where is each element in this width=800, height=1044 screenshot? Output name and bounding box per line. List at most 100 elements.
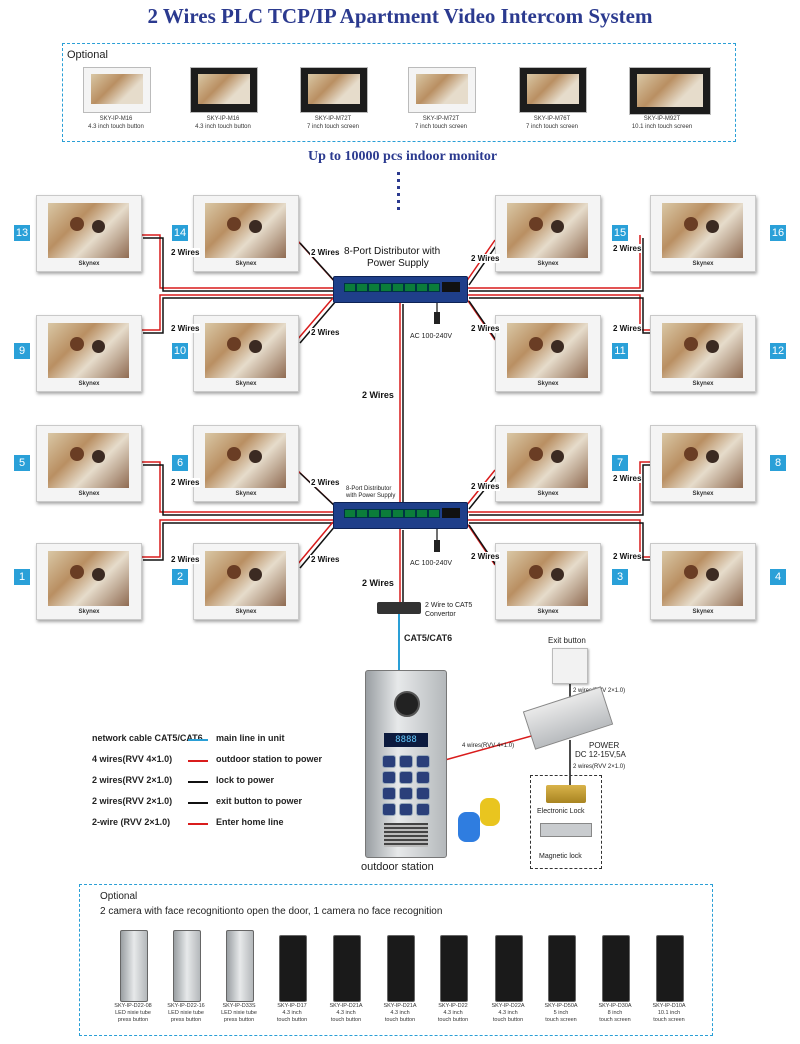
rfid-tag-icon	[458, 812, 480, 842]
monitor-brand: Skynex	[78, 609, 100, 615]
outdoor-panel-desc: 5 inch	[553, 1010, 569, 1016]
monitor-brand: Skynex	[692, 491, 714, 497]
display-panel: 8888	[384, 733, 428, 747]
distributor-port	[416, 509, 428, 518]
convertor-label-2: Convertor	[425, 611, 456, 618]
keypad-button	[399, 771, 413, 784]
monitor-screen	[198, 74, 250, 104]
optional-monitor	[300, 67, 368, 113]
monitor-brand: Skynex	[235, 381, 257, 387]
power-label-1: POWER	[589, 741, 620, 750]
wire-black	[468, 300, 499, 344]
wire-black	[143, 237, 336, 292]
outdoor-station: 8888	[365, 670, 447, 858]
monitor-brand: Skynex	[537, 491, 559, 497]
unit-number: 10	[172, 343, 188, 359]
optional-monitor	[629, 67, 711, 115]
wire-black	[299, 472, 339, 510]
two-wires-label: 2 Wires	[612, 474, 643, 483]
power-block	[442, 282, 460, 292]
outdoor-panel-desc: 4.3 inch	[498, 1010, 518, 1016]
distributor-port	[392, 283, 404, 292]
monitor-screen	[48, 551, 129, 606]
monitor-brand: Skynex	[537, 609, 559, 615]
legend-right: outdoor station to power	[216, 754, 322, 764]
distributor-top-label-1: 8-Port Distributor with	[343, 246, 442, 257]
wire-black	[299, 242, 339, 286]
ac-label-mid: AC 100-240V	[410, 560, 453, 567]
outdoor-panel-model: SKY-IP-D22-16	[167, 1003, 205, 1009]
distributor-port	[344, 509, 356, 518]
legend-left: 4 wires(RVV 4×1.0)	[92, 754, 173, 764]
outdoor-panel-type: touch button	[330, 1017, 362, 1023]
two-wires-label: 2 Wires	[170, 248, 201, 257]
optional-bottom-heading: Optional	[100, 891, 138, 902]
indoor-monitor: Skynex	[36, 315, 142, 392]
unit-number: 8	[770, 455, 786, 471]
optional-monitor	[190, 67, 258, 113]
outdoor-panel	[440, 935, 468, 1002]
wire-label-lock: 2 wires(RVV 2×1.0)	[573, 764, 626, 770]
wire-black	[469, 238, 644, 292]
unit-number: 1	[14, 569, 30, 585]
monitor-brand: Skynex	[692, 261, 714, 267]
monitor-brand: Skynex	[78, 491, 100, 497]
wire-red	[466, 461, 650, 513]
wire-red	[296, 297, 334, 341]
unit-number: 15	[612, 225, 628, 241]
unit-number: 9	[14, 343, 30, 359]
distributor-port	[416, 283, 428, 292]
keypad-button	[382, 771, 396, 784]
legend-right: exit button to power	[216, 796, 302, 806]
outdoor-panel-model: SKY-IP-D21A	[329, 1003, 363, 1009]
outdoor-panel-model: SKY-IP-D21A	[383, 1003, 417, 1009]
unit-number: 13	[14, 225, 30, 241]
two-wires-label: 2 Wires	[470, 254, 501, 263]
monitor-brand: Skynex	[692, 381, 714, 387]
monitor-screen	[308, 74, 360, 104]
legend-right: main line in unit	[216, 733, 285, 743]
monitor-screen	[662, 433, 743, 488]
magnetic-lock	[540, 823, 592, 837]
distributor-mid	[333, 502, 468, 529]
indoor-monitor: Skynex	[36, 195, 142, 272]
outdoor-panel-desc: 10.1 inch	[657, 1010, 681, 1016]
outdoor-panel-model: SKY-IP-D50A	[544, 1003, 578, 1009]
monitor-screen	[507, 203, 588, 258]
monitor-screen	[205, 433, 286, 488]
optional-monitor-model: SKY-IP-M92T	[643, 116, 681, 122]
wire-black	[299, 524, 337, 569]
rfid-tag-icon	[480, 798, 500, 826]
wire-red	[140, 519, 333, 558]
monitor-screen	[48, 433, 129, 488]
legend-line	[188, 802, 208, 804]
wire-red	[465, 297, 496, 341]
continuation-dots	[397, 172, 400, 212]
outdoor-panel	[279, 935, 307, 1002]
outdoor-panel	[387, 935, 415, 1002]
optional-bottom-subheading: 2 camera with face recognitionto open th…	[100, 906, 443, 917]
optional-monitor	[408, 67, 476, 113]
outdoor-panel-model: SKY-IP-D30A	[598, 1003, 632, 1009]
unit-number: 6	[172, 455, 188, 471]
optional-monitor-desc: 4.3 inch touch button	[195, 124, 251, 130]
monitor-screen	[662, 323, 743, 378]
speaker-grille	[384, 823, 428, 847]
optional-monitor-desc: 4.3 inch touch button	[88, 124, 144, 130]
outdoor-panel-type: press button	[117, 1017, 149, 1023]
monitor-screen	[637, 74, 703, 107]
outdoor-panel-model: SKY-IP-D17	[277, 1003, 307, 1009]
outdoor-panel-type: touch screen	[545, 1017, 577, 1023]
wire-label-outdoor: 4 wires(RVV 4×1.0)	[462, 743, 515, 749]
legend-line	[188, 739, 208, 741]
monitor-brand: Skynex	[78, 261, 100, 267]
keypad-button	[416, 803, 430, 816]
outdoor-station-label: outdoor station	[361, 861, 434, 873]
indoor-monitor: Skynex	[650, 425, 756, 502]
monitor-screen	[205, 323, 286, 378]
outdoor-panel	[548, 935, 576, 1002]
unit-number: 2	[172, 569, 188, 585]
monitor-brand: Skynex	[78, 381, 100, 387]
unit-number: 7	[612, 455, 628, 471]
two-wires-label: 2 Wires	[470, 324, 501, 333]
